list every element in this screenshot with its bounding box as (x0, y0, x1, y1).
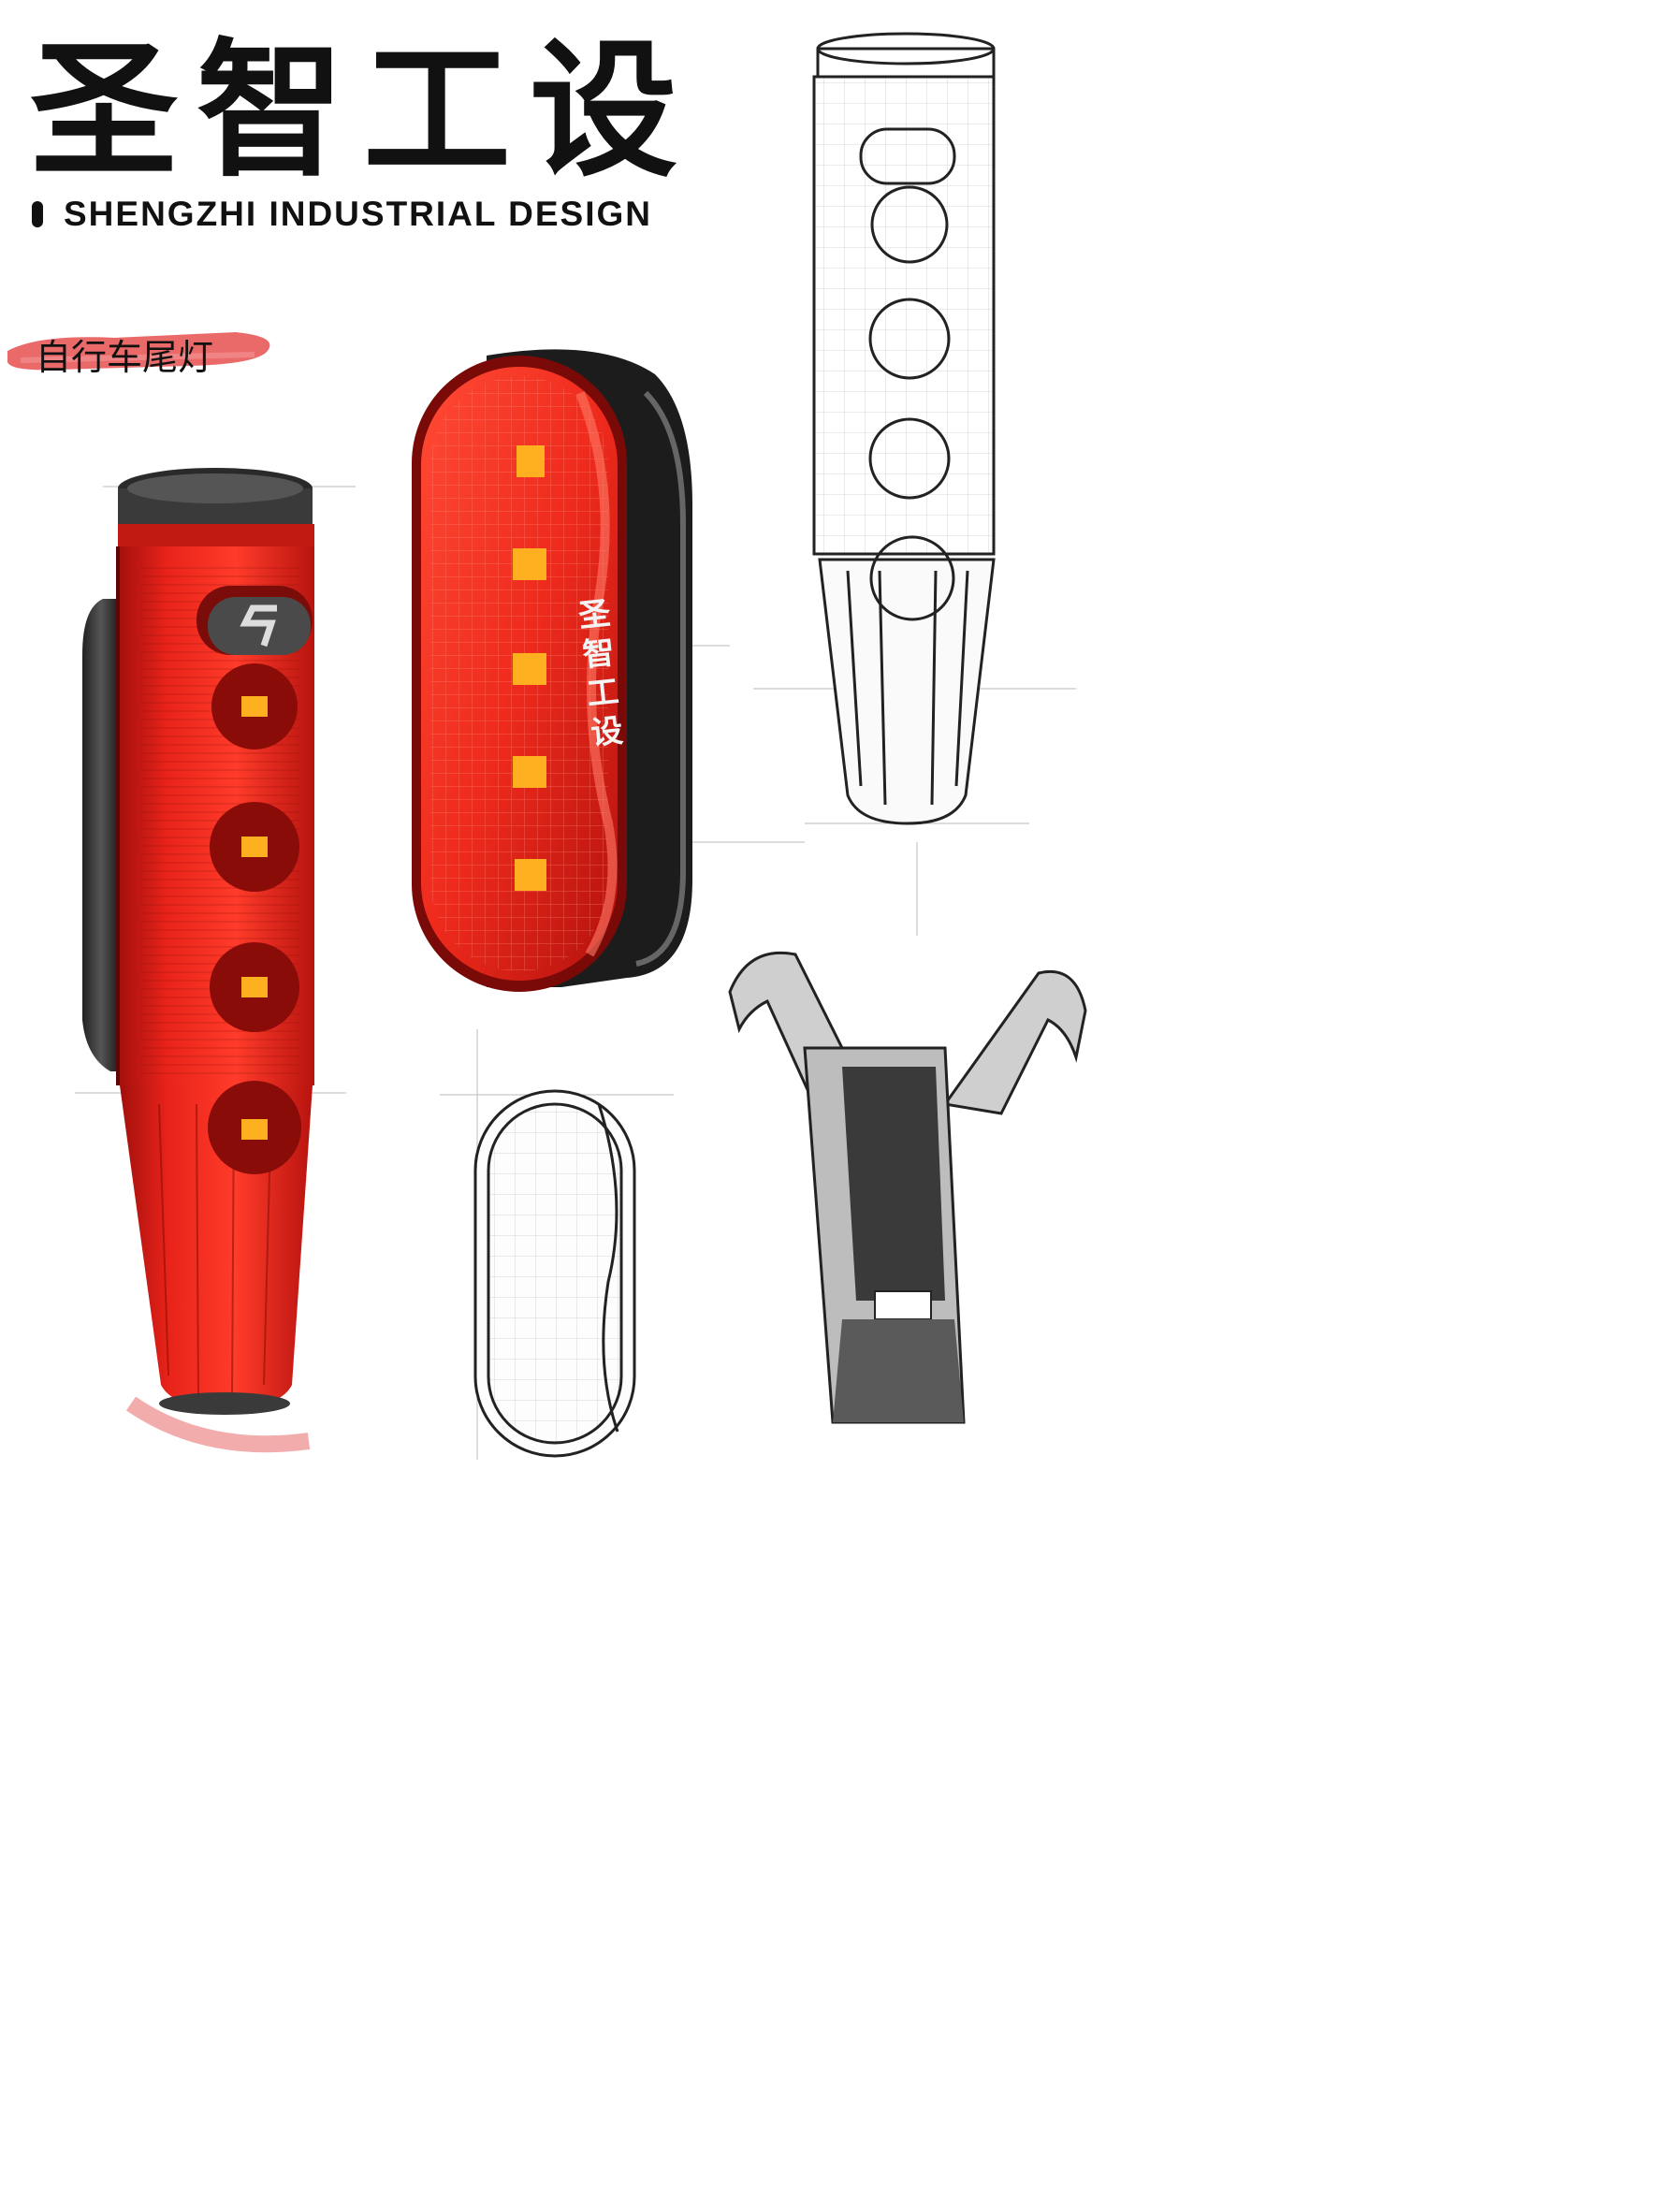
oval-tail-light-sketch (473, 1089, 636, 1458)
brand-logo-chinese: 圣智工设 (30, 25, 696, 197)
cylindrical-tail-light-rendered (82, 468, 314, 1453)
led-strip (513, 445, 546, 891)
y-mount-bracket-sketch (728, 951, 1087, 1424)
oval-tail-light-rendered (412, 349, 692, 992)
category-tag: 自行车尾灯 (2, 323, 275, 378)
brand-subtitle-row: SHENGZHI INDUSTRIAL DESIGN (32, 195, 652, 234)
brand-bullet-icon (32, 201, 43, 227)
led-array (208, 663, 301, 1174)
lightning-logo-icon (240, 604, 277, 648)
brush-stroke-icon (7, 332, 270, 371)
cylindrical-tail-light-sketch (812, 32, 996, 825)
category-label: 自行车尾灯 (36, 337, 214, 378)
illustrations-canvas (75, 32, 1087, 1460)
brand-logo-english: SHENGZHI INDUSTRIAL DESIGN (64, 195, 652, 233)
